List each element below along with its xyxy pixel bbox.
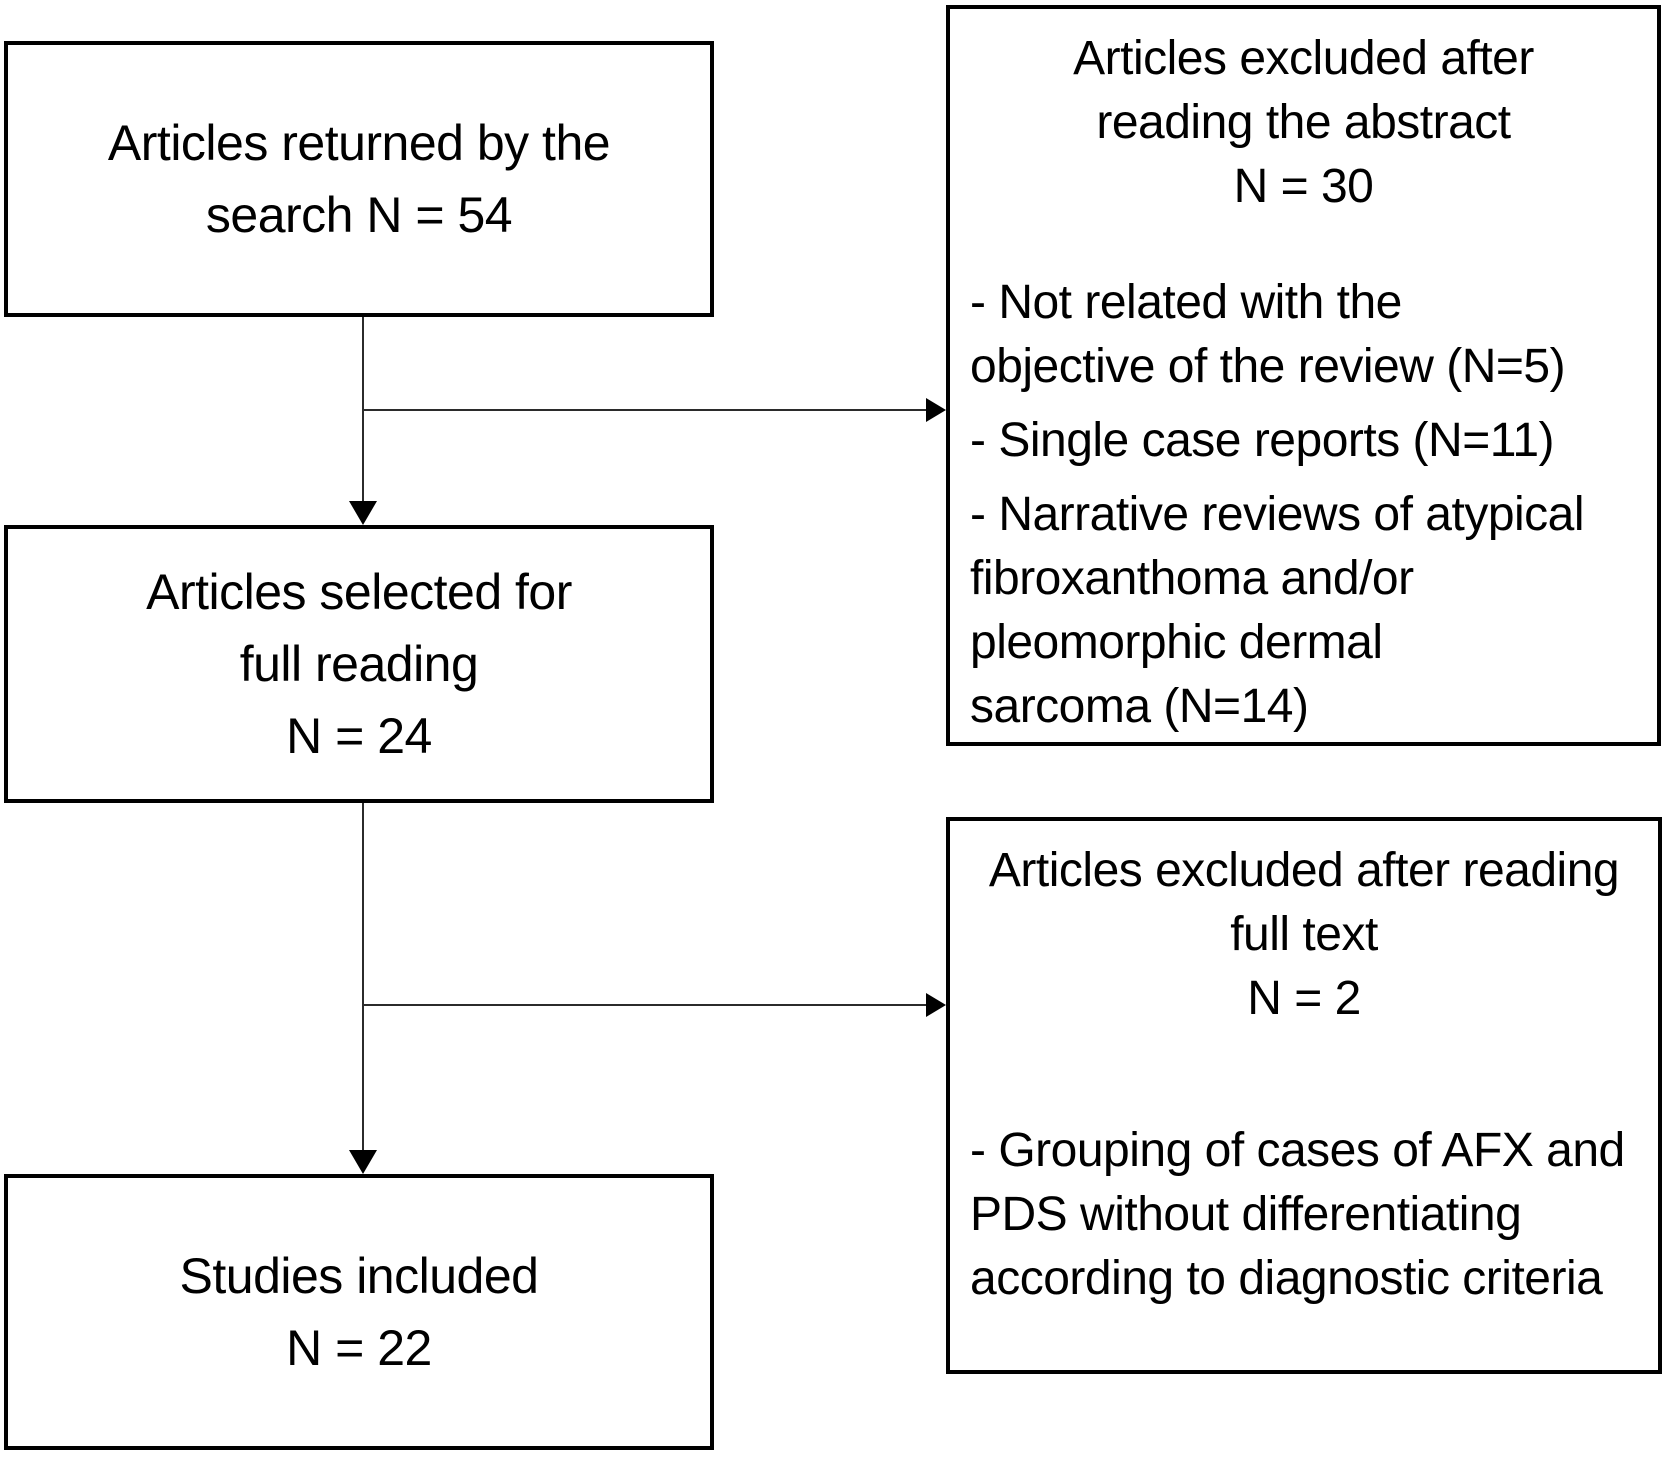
box-articles-selected: Articles selected for full reading N = 2… [4, 525, 714, 803]
box-excluded-after-fulltext: Articles excluded after reading full tex… [946, 817, 1662, 1374]
box-articles-selected-text: Articles selected for full reading N = 2… [146, 564, 572, 764]
arrowhead-down-to-included-icon [349, 1150, 377, 1174]
connector-to-excluded-fulltext [363, 1004, 928, 1006]
excluded-abstract-reasons: - Not related with the objective of the … [962, 271, 1645, 739]
box-excluded-after-abstract: Articles excluded after reading the abst… [946, 5, 1661, 746]
box-studies-included-text: Studies included N = 22 [179, 1248, 539, 1376]
box-articles-returned: Articles returned by the search N = 54 [4, 41, 714, 317]
excluded-abstract-reason-narrative-reviews: - Narrative reviews of atypical fibroxan… [970, 488, 1585, 733]
excluded-fulltext-reasons: - Grouping of cases of AFX and PDS witho… [962, 1119, 1646, 1311]
arrowhead-right-to-excluded-abstract-icon [926, 398, 946, 422]
arrowhead-down-to-selected-icon [349, 501, 377, 525]
box-excluded-after-fulltext-title: Articles excluded after reading full tex… [988, 844, 1620, 1025]
excluded-fulltext-reason-grouping: - Grouping of cases of AFX and PDS witho… [970, 1124, 1625, 1305]
excluded-abstract-reason-single-case: - Single case reports (N=11) [970, 414, 1555, 467]
excluded-abstract-reason-not-related: - Not related with the objective of the … [970, 276, 1566, 393]
box-studies-included: Studies included N = 22 [4, 1174, 714, 1450]
arrowhead-right-to-excluded-fulltext-icon [926, 993, 946, 1017]
box-articles-returned-text: Articles returned by the search N = 54 [107, 115, 611, 243]
connector-to-excluded-abstract [363, 409, 928, 411]
box-excluded-after-abstract-title: Articles excluded after reading the abst… [1073, 32, 1534, 213]
connector-selected-to-included [362, 803, 364, 1152]
